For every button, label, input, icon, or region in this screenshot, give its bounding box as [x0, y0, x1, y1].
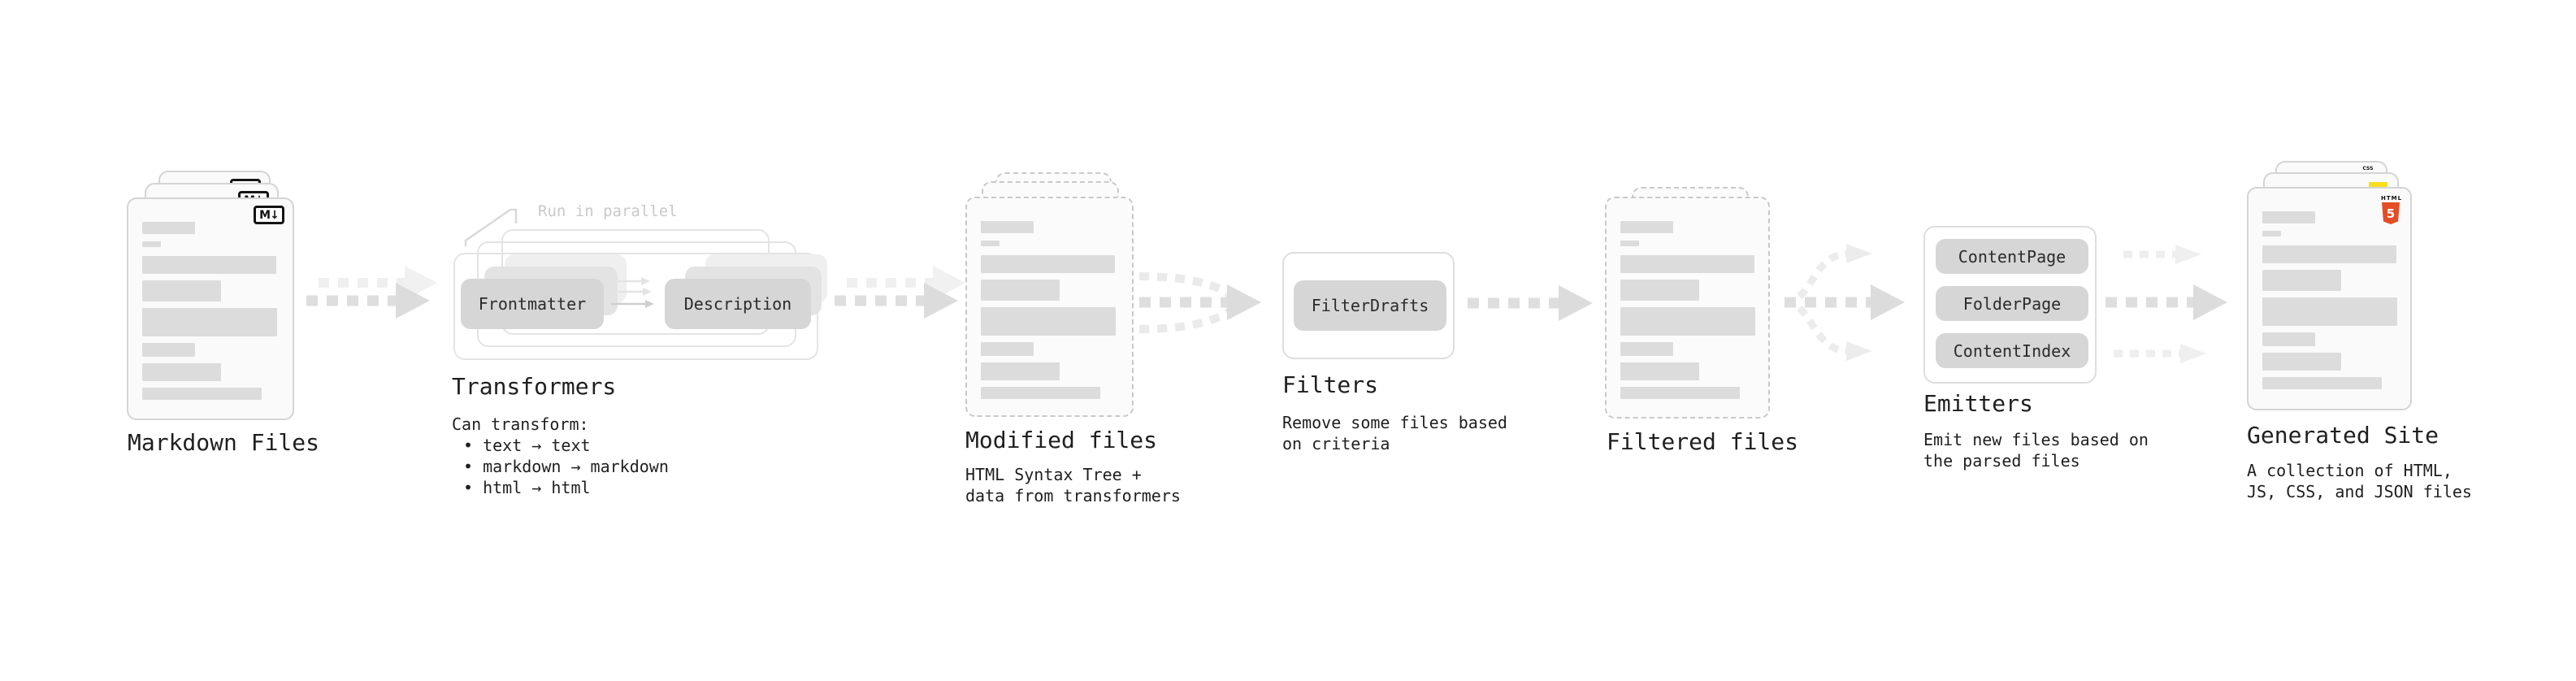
description-line: the parsed files: [1923, 451, 2080, 471]
emitter-pill-contentindex: ContentIndex: [1936, 333, 2088, 368]
doc-content-bars: [2262, 211, 2397, 389]
filtered-files-stack: [1605, 187, 1772, 427]
stage-description-filters: Remove some files based on criteria: [1282, 412, 1507, 454]
html5-icon: HTML 5: [2381, 195, 2403, 224]
description-line: A collection of HTML,: [2247, 461, 2452, 480]
run-in-parallel-note: Run in parallel: [538, 202, 678, 220]
note-connector-line: [464, 208, 518, 246]
doc-card-front: [965, 197, 1134, 417]
stage-label-filters: Filters: [1282, 371, 1379, 398]
transformer-pill-description: Description: [665, 279, 811, 329]
merge-arrow-icon: [1138, 272, 1261, 333]
fan-out-arrow-icon: [1784, 244, 1905, 361]
description-line: JS, CSS, and JSON files: [2247, 482, 2472, 501]
modified-files-stack: [965, 172, 1136, 424]
doc-content-bars: [981, 221, 1116, 399]
css-icon-text: CSS: [2362, 166, 2374, 171]
doc-card-front: M↓: [127, 197, 294, 420]
stage-label-modified-files: Modified files: [965, 427, 1158, 453]
flow-arrow-icon: [306, 266, 437, 319]
generated-site-stack: CSS HTML 5: [2247, 161, 2413, 413]
filter-pill-filterdrafts: FilterDrafts: [1294, 280, 1446, 331]
description-line: • text → text: [463, 436, 591, 455]
flow-arrow-icon: [1468, 285, 1593, 321]
js-icon: [2369, 182, 2387, 190]
flow-arrow-icon: [835, 266, 965, 319]
markdown-icon: M↓: [254, 206, 284, 224]
description-line: data from transformers: [965, 486, 1181, 505]
stage-description-generated-site: A collection of HTML, JS, CSS, and JSON …: [2247, 460, 2472, 502]
description-line: on criteria: [1282, 434, 1390, 453]
description-line: HTML Syntax Tree +: [965, 465, 1142, 484]
stage-description-transformers: Can transform: • text → text • markdown …: [452, 414, 669, 498]
pill-flow-arrows-icon: [611, 277, 654, 308]
filters-panel: FilterDrafts: [1282, 252, 1455, 359]
emitters-panel: ContentPage FolderPage ContentIndex: [1923, 226, 2097, 384]
markdown-files-stack: M↓ M↓ M↓: [127, 171, 297, 423]
html5-icon-text: HTML: [2381, 195, 2403, 202]
description-line: • html → html: [463, 478, 591, 497]
stage-label-markdown-files: Markdown Files: [128, 429, 320, 456]
description-line: • markdown → markdown: [463, 457, 669, 476]
transformer-pill-frontmatter: Frontmatter: [461, 279, 604, 329]
emitter-pill-contentpage: ContentPage: [1936, 239, 2088, 274]
stage-description-modified-files: HTML Syntax Tree + data from transformer…: [965, 464, 1181, 506]
stage-description-emitters: Emit new files based on the parsed files: [1923, 429, 2149, 471]
stage-label-generated-site: Generated Site: [2247, 422, 2439, 449]
doc-card-front: HTML 5: [2247, 187, 2412, 410]
description-line: Emit new files based on: [1923, 430, 2149, 449]
description-line: Remove some files based: [1282, 413, 1507, 432]
stage-label-filtered-files: Filtered files: [1607, 428, 1799, 455]
parallel-arrows-icon: [2105, 245, 2227, 363]
html5-icon-shield: 5: [2382, 202, 2400, 224]
doc-content-bars: [142, 222, 277, 400]
doc-content-bars: [1620, 221, 1755, 399]
stage-label-transformers: Transformers: [452, 373, 617, 400]
stage-label-emitters: Emitters: [1923, 390, 2033, 417]
emitter-pill-folderpage: FolderPage: [1936, 286, 2088, 321]
description-line: Can transform:: [452, 414, 589, 434]
doc-card-front: [1605, 197, 1770, 419]
